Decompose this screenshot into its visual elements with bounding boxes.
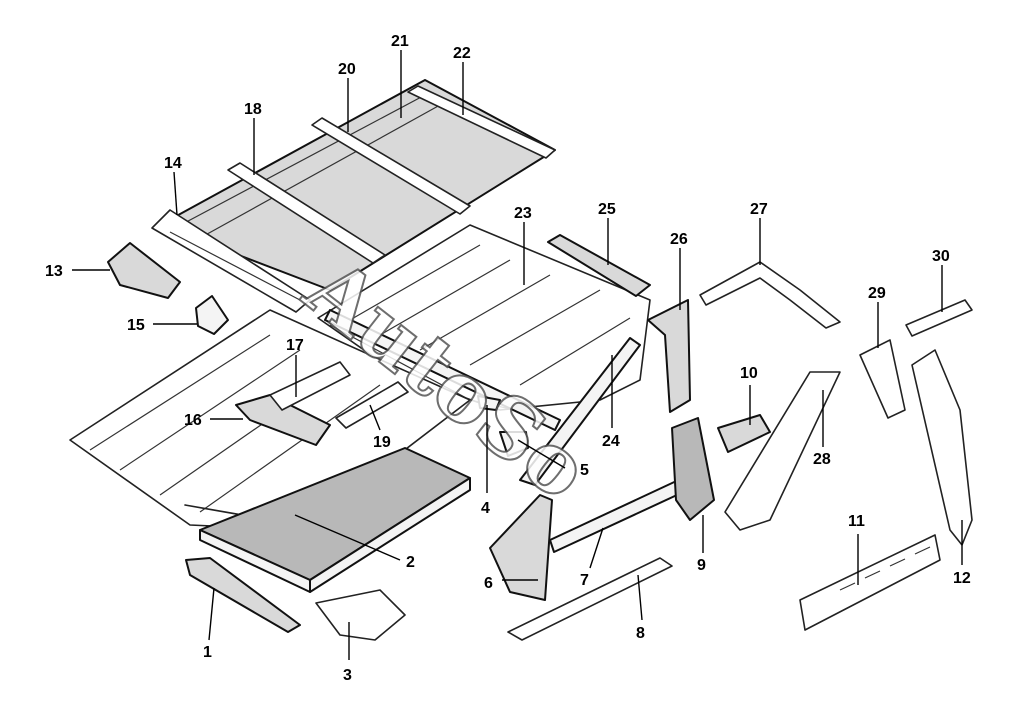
floor-tray-2 — [199, 447, 471, 593]
roof-bow-18 — [227, 162, 386, 264]
part-10 — [717, 414, 771, 453]
callout-17: 17 — [286, 337, 304, 354]
callout-3: 3 — [343, 667, 352, 684]
callout-11: 11 — [848, 513, 865, 530]
callout-labels: 1 2 3 4 5 6 7 8 9 10 11 12 13 14 15 16 1… — [45, 33, 971, 684]
part-27 — [699, 261, 841, 329]
part-4 — [477, 395, 501, 411]
callout-25: 25 — [598, 201, 616, 218]
part-11 — [799, 534, 941, 631]
callout-28: 28 — [813, 451, 831, 468]
callout-30: 30 — [932, 248, 950, 265]
callout-29: 29 — [868, 285, 886, 302]
callout-4: 4 — [481, 500, 490, 517]
roof-bow-14 — [151, 209, 311, 313]
part-9 — [671, 417, 715, 521]
roof-bow-20 — [311, 117, 471, 215]
part-1 — [185, 557, 301, 633]
callout-21: 21 — [391, 33, 409, 50]
callout-10: 10 — [740, 365, 758, 382]
callout-7: 7 — [580, 572, 589, 589]
part-3 — [315, 589, 406, 641]
roof-bow-22 — [407, 85, 556, 159]
part-17 — [269, 361, 351, 411]
callout-24: 24 — [602, 433, 620, 450]
callout-13: 13 — [45, 263, 63, 280]
rear-floor-panel — [317, 224, 651, 431]
part-19 — [335, 381, 409, 429]
callout-8: 8 — [636, 625, 645, 642]
leader-lines — [72, 50, 963, 660]
part-16 — [235, 394, 331, 446]
part-5 — [499, 431, 529, 457]
callout-9: 9 — [697, 557, 706, 574]
part-24 — [519, 337, 641, 486]
part-30 — [905, 299, 973, 337]
part-8 — [507, 557, 673, 641]
callout-27: 27 — [750, 201, 768, 218]
callout-6: 6 — [484, 575, 493, 592]
part-15 — [195, 295, 229, 335]
callout-19: 19 — [373, 434, 391, 451]
part-12 — [911, 349, 973, 546]
callout-2: 2 — [406, 554, 415, 571]
callout-18: 18 — [244, 101, 262, 118]
callout-12: 12 — [953, 570, 971, 587]
callout-23: 23 — [514, 205, 532, 222]
part-26 — [647, 299, 691, 413]
part-29 — [859, 339, 906, 419]
callout-1: 1 — [203, 644, 212, 661]
callout-5: 5 — [580, 462, 589, 479]
part-13 — [107, 242, 181, 299]
callout-22: 22 — [453, 45, 471, 62]
callout-14: 14 — [164, 155, 182, 172]
part-6 — [489, 494, 553, 601]
callout-20: 20 — [338, 61, 356, 78]
part-28 — [724, 371, 841, 531]
part-25 — [547, 234, 651, 297]
callout-15: 15 — [127, 317, 145, 334]
callout-26: 26 — [670, 231, 688, 248]
callout-16: 16 — [184, 412, 202, 429]
